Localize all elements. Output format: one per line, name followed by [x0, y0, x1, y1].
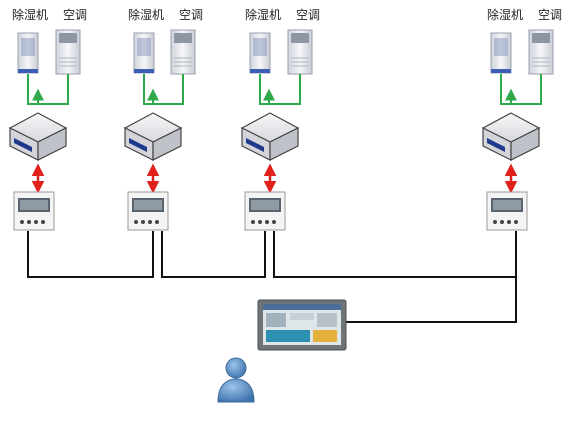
control-link: [143, 74, 184, 105]
ir-controller-box-icon: [240, 112, 300, 161]
rs485-bus-wiring: [27, 231, 517, 323]
ir-controller-box-icon: [481, 112, 541, 161]
dehumidifier-unit-icon: [490, 32, 512, 74]
air-conditioner-unit-icon: [528, 29, 554, 75]
device-column-1: 除湿机 空调: [8, 7, 87, 231]
device-column-2: 除湿机 空调: [123, 7, 203, 231]
wall-panel-controller-icon: [244, 191, 286, 231]
dehumidifier-label: 除湿机: [128, 7, 164, 22]
dehumidifier-label: 除湿机: [12, 7, 48, 22]
ir-controller-box-icon: [8, 112, 68, 161]
air-conditioner-unit-icon: [287, 29, 313, 75]
ac-label: 空调: [179, 8, 203, 22]
control-link: [500, 74, 542, 105]
air-conditioner-unit-icon: [55, 29, 81, 75]
ac-label: 空调: [296, 8, 320, 22]
wall-panel-controller-icon: [127, 191, 169, 231]
wall-panel-controller-icon: [13, 191, 55, 231]
ir-controller-box-icon: [123, 112, 183, 161]
control-link: [27, 74, 69, 105]
device-column-3: 除湿机 空调: [240, 7, 320, 231]
air-conditioner-unit-icon: [170, 29, 196, 75]
ac-label: 空调: [538, 8, 562, 22]
touch-screen-hmi-icon: [257, 299, 347, 351]
dehumidifier-unit-icon: [249, 32, 271, 74]
ac-label: 空调: [63, 8, 87, 22]
control-link: [259, 74, 301, 105]
device-column-4: 除湿机 空调: [481, 7, 562, 231]
dehumidifier-unit-icon: [17, 32, 39, 74]
dehumidifier-label: 除湿机: [487, 7, 523, 22]
dehumidifier-unit-icon: [133, 32, 155, 74]
user-icon: [217, 357, 255, 403]
wall-panel-controller-icon: [486, 191, 528, 231]
dehumidifier-label: 除湿机: [245, 7, 281, 22]
